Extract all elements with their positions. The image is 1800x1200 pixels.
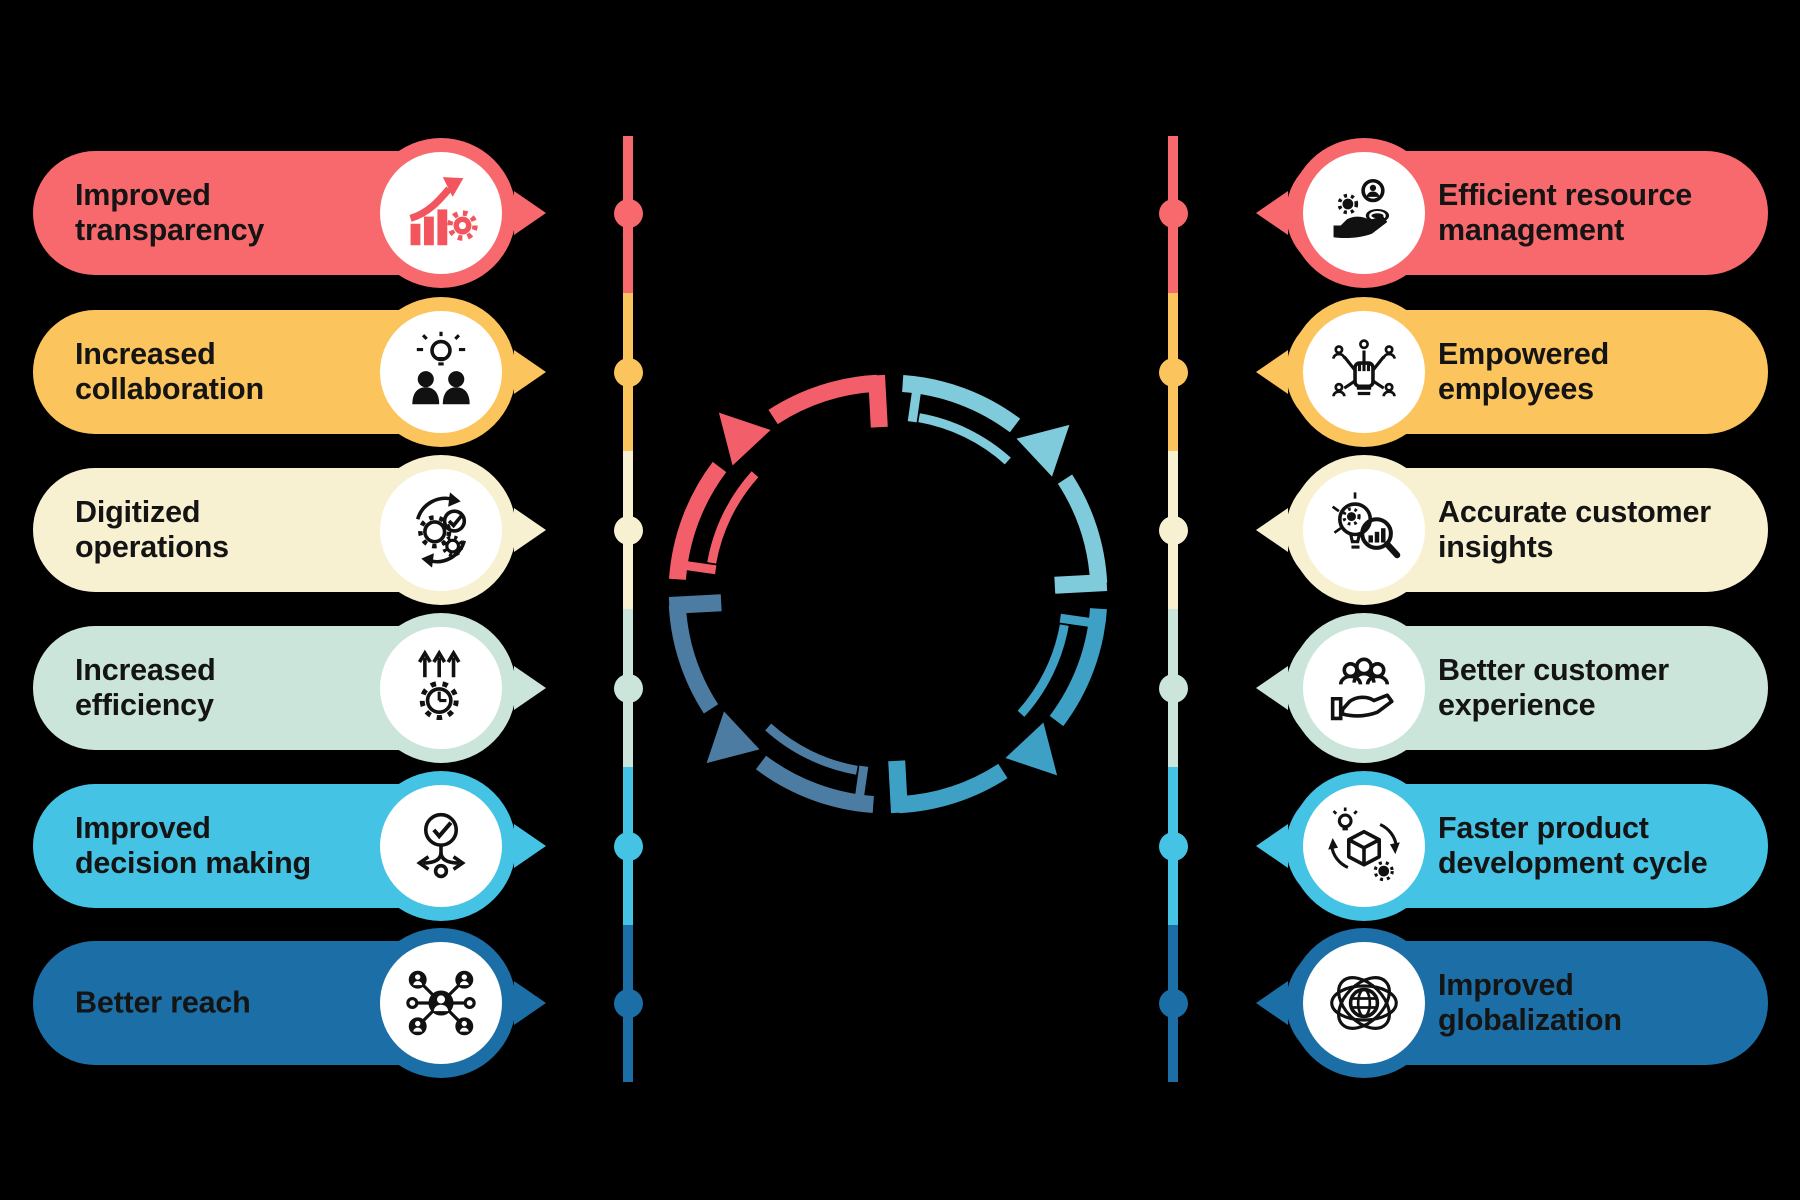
cycle-arrowhead-nw bbox=[718, 412, 771, 466]
speech-pointer bbox=[514, 350, 546, 394]
icon-ring bbox=[366, 297, 516, 447]
icon-circle bbox=[1303, 152, 1425, 274]
icon-ring bbox=[366, 455, 516, 605]
icon-ring bbox=[1289, 455, 1439, 605]
pill-label: Improved decision making bbox=[75, 811, 311, 880]
timeline-dot-cream bbox=[613, 515, 643, 545]
cycle-arc-red bbox=[669, 374, 888, 580]
pill-label: Digitized operations bbox=[75, 495, 229, 564]
timeline-dot-mint bbox=[613, 673, 643, 703]
icon-circle bbox=[380, 152, 502, 274]
speech-pointer bbox=[514, 508, 546, 552]
insight-analysis-icon bbox=[1331, 492, 1401, 559]
icon-ring bbox=[366, 138, 516, 288]
globalization-icon bbox=[1330, 976, 1398, 1030]
timeline-dot-red bbox=[1158, 198, 1188, 228]
pill-label: Faster product development cycle bbox=[1438, 811, 1708, 880]
benefit-pill-empowered-employees: Empowered employees bbox=[1256, 297, 1768, 447]
icon-circle bbox=[1303, 627, 1425, 749]
speech-pointer bbox=[1256, 824, 1288, 868]
benefit-pill-efficient-resource-management: Efficient resource management bbox=[1256, 138, 1768, 288]
speech-pointer bbox=[514, 824, 546, 868]
decision-paths-icon bbox=[416, 812, 466, 879]
cycle-arrowhead-sw bbox=[706, 711, 760, 764]
timeline-dot-cyan bbox=[613, 831, 643, 861]
icon-circle bbox=[1303, 311, 1425, 433]
timeline-dot-orange bbox=[1158, 357, 1188, 387]
speech-pointer bbox=[514, 981, 546, 1025]
pill-label: Increased collaboration bbox=[75, 337, 264, 406]
timeline-dot-orange bbox=[613, 357, 643, 387]
idea-collaboration-icon bbox=[412, 331, 470, 405]
cycle-arrowhead-ne bbox=[1016, 424, 1070, 477]
icon-circle bbox=[1303, 469, 1425, 591]
speech-pointer bbox=[1256, 666, 1288, 710]
speech-pointer bbox=[514, 666, 546, 710]
icon-circle bbox=[380, 785, 502, 907]
benefit-pill-increased-collaboration: Increased collaboration bbox=[33, 297, 546, 447]
icon-ring bbox=[1289, 297, 1439, 447]
benefit-pill-faster-product-development-cycle: Faster product development cycle bbox=[1256, 771, 1768, 921]
speech-pointer bbox=[1256, 508, 1288, 552]
benefit-pill-accurate-customer-insights: Accurate customer insights bbox=[1256, 455, 1768, 605]
benefit-pill-better-reach: Better reach bbox=[33, 928, 546, 1078]
icon-circle bbox=[380, 311, 502, 433]
icon-circle bbox=[1303, 942, 1425, 1064]
speech-pointer bbox=[514, 191, 546, 235]
pill-label: Better customer experience bbox=[1438, 653, 1669, 722]
pill-label: Increased efficiency bbox=[75, 653, 216, 722]
pill-label: Accurate customer insights bbox=[1438, 495, 1711, 564]
icon-ring bbox=[366, 771, 516, 921]
pill-label: Improved globalization bbox=[1438, 968, 1622, 1037]
benefit-pill-better-customer-experience: Better customer experience bbox=[1256, 613, 1768, 763]
pill-label: Empowered employees bbox=[1438, 337, 1610, 406]
pill-label: Efficient resource management bbox=[1438, 178, 1693, 247]
speech-pointer bbox=[1256, 981, 1288, 1025]
timeline-dot-blue bbox=[1158, 988, 1188, 1018]
icon-ring bbox=[1289, 928, 1439, 1078]
icon-ring bbox=[1289, 613, 1439, 763]
resource-management-icon bbox=[1333, 178, 1390, 244]
speech-pointer bbox=[1256, 191, 1288, 235]
pill-label: Improved transparency bbox=[75, 178, 265, 247]
icon-ring bbox=[1289, 138, 1439, 288]
timeline-dot-cyan bbox=[1158, 831, 1188, 861]
cycle-arc-mid-teal bbox=[888, 608, 1107, 814]
icon-circle bbox=[380, 469, 502, 591]
icon-circle bbox=[380, 627, 502, 749]
pill-label: Better reach bbox=[75, 985, 251, 1020]
icon-circle bbox=[380, 942, 502, 1064]
benefit-pill-improved-transparency: Improved transparency bbox=[33, 138, 546, 288]
product-cycle-icon bbox=[1328, 807, 1400, 882]
benefit-pill-improved-globalization: Improved globalization bbox=[1256, 928, 1768, 1078]
timeline-dot-red bbox=[613, 198, 643, 228]
speech-pointer bbox=[1256, 350, 1288, 394]
benefit-pill-increased-efficiency: Increased efficiency bbox=[33, 613, 546, 763]
cycle-arrowhead-se bbox=[1005, 722, 1058, 776]
timeline-dot-blue bbox=[613, 988, 643, 1018]
efficiency-gear-icon bbox=[417, 649, 461, 721]
network-reach-icon bbox=[406, 970, 476, 1036]
gears-sync-icon bbox=[415, 492, 467, 568]
cycle-arc-slate bbox=[668, 594, 874, 813]
icon-ring bbox=[366, 928, 516, 1078]
benefit-pill-digitized-operations: Digitized operations bbox=[33, 455, 546, 605]
growth-chart-icon bbox=[409, 177, 478, 246]
benefit-pill-improved-decision-making: Improved decision making bbox=[33, 771, 546, 921]
timeline-dot-cream bbox=[1158, 515, 1188, 545]
customer-care-icon bbox=[1330, 657, 1394, 721]
timeline-dot-mint bbox=[1158, 673, 1188, 703]
cycle-arc-light-teal bbox=[902, 375, 1108, 594]
icon-circle bbox=[1303, 785, 1425, 907]
empowered-fist-icon bbox=[1332, 339, 1396, 397]
icon-ring bbox=[1289, 771, 1439, 921]
icon-ring bbox=[366, 613, 516, 763]
